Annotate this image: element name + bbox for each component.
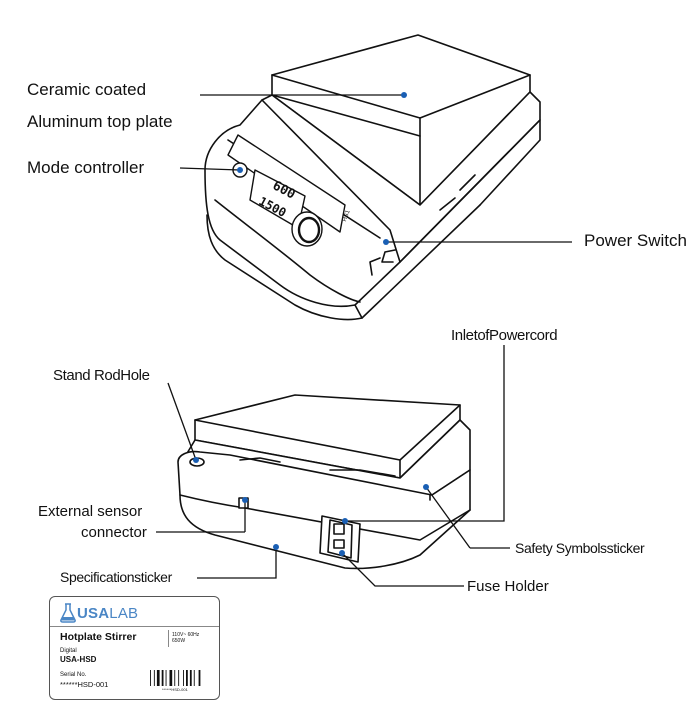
- barcode: [150, 670, 201, 686]
- barcode-bar: [183, 670, 184, 686]
- barcode-bar: [174, 670, 176, 686]
- label-top-plate-line2: Aluminum top plate: [27, 112, 173, 131]
- sticker-model: USA-HSD: [60, 655, 97, 664]
- sticker-serial-label: Serial No.: [60, 672, 87, 678]
- label-external-sensor-line2: connector: [81, 524, 147, 541]
- label-external-sensor-line1: External sensor: [38, 503, 143, 520]
- label-power-switch: Power Switch: [584, 231, 687, 250]
- sticker-spec-line1: 110V~ 60Hz: [172, 632, 200, 638]
- sticker-digital: Digital: [60, 648, 77, 654]
- rear-body: [177, 419, 471, 570]
- label-stand-rod-hole: Stand RodHole: [53, 367, 150, 384]
- label-fuse-holder: Fuse Holder: [467, 578, 549, 595]
- barcode-bar: [169, 670, 173, 686]
- barcode-bar: [186, 670, 188, 686]
- barcode-bar: [161, 670, 164, 686]
- sticker-divider: [50, 626, 219, 627]
- barcode-bar: [156, 670, 160, 686]
- barcode-bar: [178, 670, 180, 686]
- label-inlet-power-cord: InletofPowercord: [451, 327, 558, 344]
- sticker-title: Hotplate Stirrer: [60, 631, 137, 643]
- sticker-spec-divider: [168, 630, 169, 647]
- label-safety-symbols-sticker: Safety Symbolssticker: [515, 540, 645, 556]
- label-mode-controller: Mode controller: [27, 158, 145, 177]
- flask-icon: [60, 603, 76, 623]
- label-top-plate-line1: Ceramic coated: [27, 80, 147, 99]
- barcode-bar: [165, 670, 167, 686]
- brand-light: LAB: [109, 604, 139, 622]
- usalab-logo: USALAB: [60, 602, 138, 624]
- sticker-serial-value: ******HSD-001: [60, 680, 109, 689]
- control-panel: [227, 134, 346, 247]
- brand-bold: USA: [77, 604, 110, 622]
- specification-sticker-card: USALAB Hotplate Stirrer 110V~ 60Hz 650W …: [49, 596, 220, 700]
- barcode-bar: [150, 670, 151, 686]
- barcode-bar: [198, 670, 201, 686]
- label-specification-sticker: Specificationsticker: [60, 569, 172, 585]
- barcode-bar: [193, 670, 195, 686]
- sticker-spec-line2: 650W: [172, 638, 186, 644]
- barcode-caption: ******HSD-001: [162, 687, 188, 692]
- barcode-bar: [153, 670, 155, 686]
- barcode-bar: [189, 670, 192, 686]
